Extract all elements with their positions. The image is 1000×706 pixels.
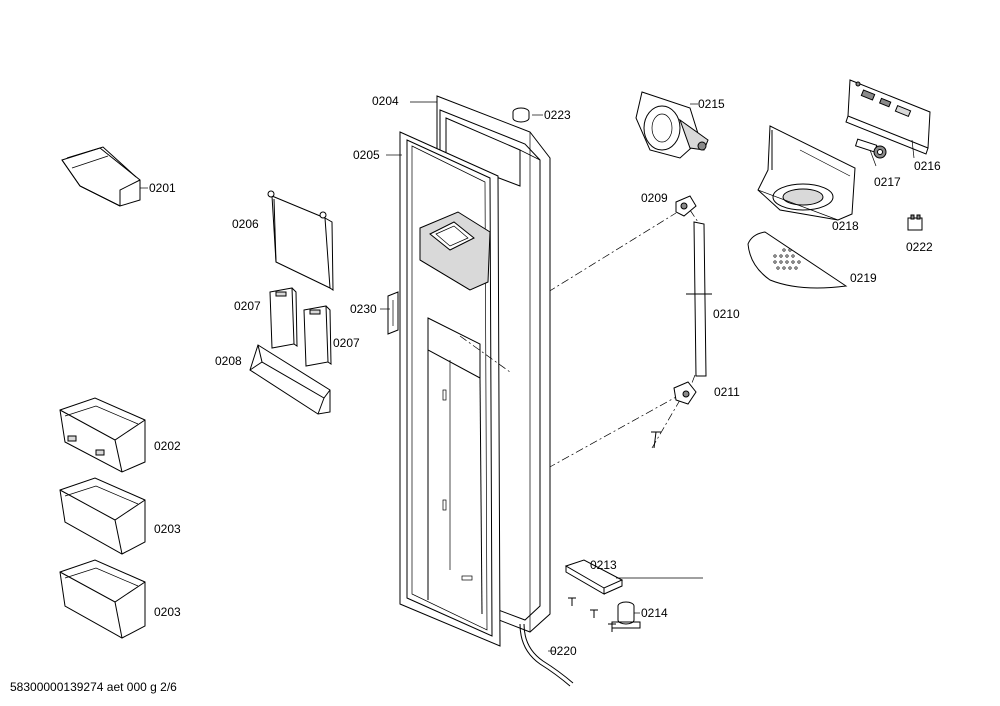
hinge-0209-drawing — [675, 195, 697, 217]
label-0216: 0216 — [914, 159, 941, 173]
tube-0210-drawing — [686, 221, 712, 377]
label-0207-left: 0207 — [234, 299, 261, 313]
label-0222: 0222 — [906, 240, 933, 254]
cap-0223-drawing — [512, 107, 530, 123]
label-0230: 0230 — [350, 302, 377, 316]
label-0219: 0219 — [850, 271, 877, 285]
label-0203-upper: 0203 — [154, 522, 181, 536]
door-0205-drawing — [399, 131, 511, 647]
screw-0211-drawing — [651, 431, 661, 449]
label-0202: 0202 — [154, 439, 181, 453]
label-0213: 0213 — [590, 558, 617, 572]
part-labels: 0201 0202 0203 0203 0204 0205 0206 0207 … — [149, 94, 941, 658]
board-0216-drawing — [845, 79, 931, 155]
label-0204: 0204 — [372, 94, 399, 108]
label-0207-right: 0207 — [333, 336, 360, 350]
cover-0207-right-drawing — [303, 305, 332, 367]
connection-lines — [547, 209, 701, 469]
label-0203-lower: 0203 — [154, 605, 181, 619]
label-0210: 0210 — [713, 307, 740, 321]
label-0209: 0209 — [641, 191, 668, 205]
label-0218: 0218 — [832, 219, 859, 233]
hose-0220-drawing — [519, 623, 574, 687]
screws-0213-drawing — [568, 597, 616, 632]
label-0223: 0223 — [544, 108, 571, 122]
bracket-0230-drawing — [387, 291, 399, 335]
label-0206: 0206 — [232, 217, 259, 231]
label-0205: 0205 — [353, 148, 380, 162]
label-0217: 0217 — [874, 175, 901, 189]
hinge-0211-drawing — [673, 381, 697, 405]
tray-0208-drawing — [249, 344, 331, 415]
label-0215: 0215 — [698, 97, 725, 111]
document-id-footer: 58300000139274 aet 000 g 2/6 — [10, 680, 177, 694]
label-0201: 0201 — [149, 181, 176, 195]
funnel-0215-drawing — [635, 91, 709, 159]
bushing-0214-drawing — [611, 601, 641, 629]
grill-0219-drawing — [747, 231, 848, 289]
bin-0203-upper-drawing — [59, 477, 146, 555]
leader-lines — [140, 101, 915, 652]
cover-0207-left-drawing — [269, 287, 298, 349]
part-0217-drawing — [854, 138, 887, 159]
label-0214: 0214 — [641, 606, 668, 620]
bin-0202-drawing — [59, 397, 146, 473]
hinge-plate-0213-drawing — [564, 559, 624, 595]
label-0211: 0211 — [714, 385, 740, 399]
bin-0203-lower-drawing — [59, 559, 146, 639]
part-0222-drawing — [907, 214, 923, 231]
label-0220: 0220 — [550, 644, 577, 658]
cover-0206-drawing — [267, 190, 334, 291]
housing-0218-drawing — [757, 125, 856, 221]
label-0208: 0208 — [215, 354, 242, 368]
bin-0201-drawing — [61, 146, 141, 207]
